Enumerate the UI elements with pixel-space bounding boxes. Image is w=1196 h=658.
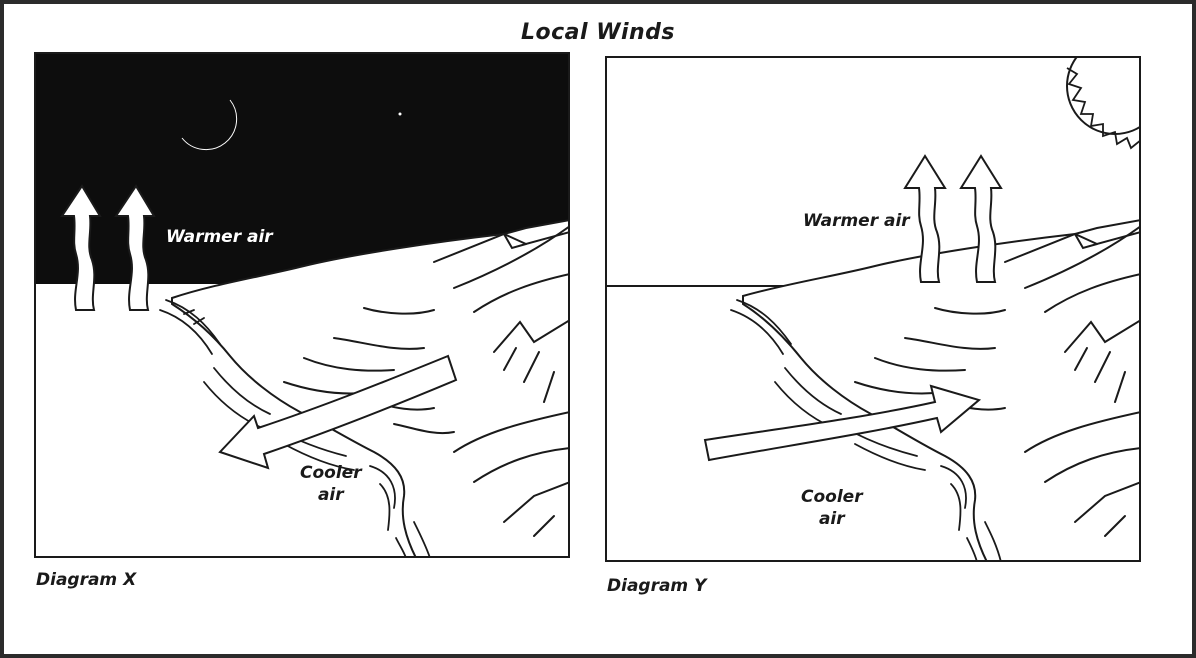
cooler-air-label-line1: Cooler xyxy=(300,463,362,483)
sun-icon xyxy=(1066,56,1141,150)
diagram-y-caption: Diagram Y xyxy=(607,576,707,596)
diagram-x-illustration xyxy=(34,52,570,558)
diagram-y-illustration xyxy=(605,56,1141,562)
diagram-y-border xyxy=(605,56,1141,562)
warm-air-arrow-1 xyxy=(903,154,947,283)
cool-air-arrow xyxy=(218,354,458,470)
cooler-air-label: Cooler air xyxy=(801,486,863,530)
cool-air-arrow xyxy=(703,384,982,462)
worksheet-page: Local Winds xyxy=(4,4,1192,654)
star xyxy=(398,112,402,116)
warm-air-arrow-2 xyxy=(114,184,156,311)
crescent-moon-icon xyxy=(181,99,238,151)
cooler-air-label-line2: air xyxy=(317,485,344,505)
cooler-air-label-line2: air xyxy=(818,509,845,529)
warm-air-arrow-2 xyxy=(959,154,1003,283)
page-title: Local Winds xyxy=(520,20,676,45)
cooler-air-label: Cooler air xyxy=(300,462,362,506)
warm-air-arrows xyxy=(903,154,1003,283)
diagram-y: Warmer air Cooler air xyxy=(605,56,1141,562)
diagram-x-caption: Diagram X xyxy=(36,570,137,590)
mountain-lines xyxy=(283,225,570,537)
diagram-x: Warmer air Cooler air xyxy=(34,52,570,558)
warmer-air-label: Warmer air xyxy=(166,227,273,247)
warm-air-arrow-1 xyxy=(60,184,102,311)
warmer-air-label: Warmer air xyxy=(803,211,910,231)
diagram-x-border xyxy=(34,52,570,558)
warm-air-arrows xyxy=(60,184,156,311)
cooler-air-label-line1: Cooler xyxy=(801,487,863,507)
